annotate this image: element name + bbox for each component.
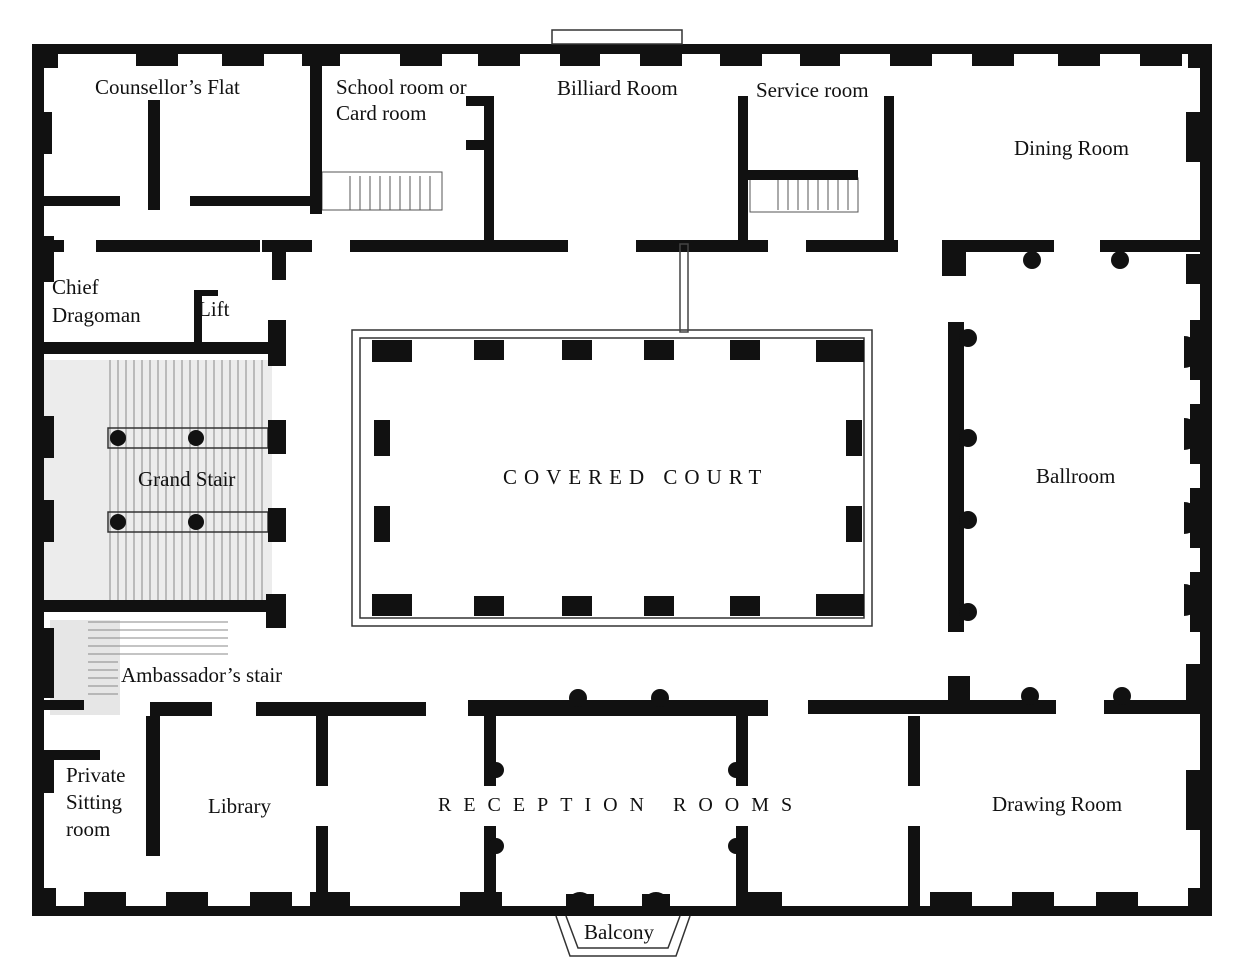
label-covered-court: COVERED COURT xyxy=(503,465,769,489)
label-drawing-room: Drawing Room xyxy=(992,792,1123,816)
service-room-stair xyxy=(749,177,859,213)
label-chief-dragoman-line1: Chief xyxy=(52,275,99,299)
label-private-sitting-line3: room xyxy=(66,817,111,841)
label-balcony: Balcony xyxy=(584,920,654,944)
label-private-sitting-line1: Private xyxy=(66,763,126,787)
label-school-room-line2: Card room xyxy=(336,101,427,125)
label-reception-rooms: RECEPTION ROOMS xyxy=(438,794,805,816)
ambassadors-stair-treads xyxy=(88,621,228,695)
label-billiard-room: Billiard Room xyxy=(557,76,678,100)
label-dining-room: Dining Room xyxy=(1014,136,1129,160)
label-counsellors-flat: Counsellor’s Flat xyxy=(95,75,240,99)
label-ballroom: Ballroom xyxy=(1036,464,1116,488)
covered-court-piers xyxy=(372,340,864,616)
court-connector xyxy=(679,243,689,333)
lower-interior-walls xyxy=(44,676,1200,906)
label-chief-dragoman-line2: Dragoman xyxy=(52,303,141,327)
label-private-sitting-line2: Sitting xyxy=(66,790,123,814)
ballroom-west-wall xyxy=(948,322,977,632)
upper-interior-walls xyxy=(44,54,1200,366)
left-piers xyxy=(32,112,54,793)
top-piers xyxy=(38,44,1212,68)
covered-court-outline xyxy=(351,329,873,627)
label-library: Library xyxy=(208,794,271,818)
top-window-frame xyxy=(551,29,683,45)
stair-walls xyxy=(44,420,286,628)
grand-stair-treads xyxy=(109,360,263,606)
label-lift: Lift xyxy=(198,297,230,321)
bottom-piers xyxy=(32,888,1212,916)
right-piers xyxy=(1184,112,1212,830)
balcony-outline xyxy=(555,915,691,957)
label-service-room: Service room xyxy=(756,78,869,102)
bottom-half-round-piers xyxy=(566,892,670,906)
label-school-room-line1: School room or xyxy=(336,75,467,99)
ambassadors-stair-area xyxy=(50,620,120,715)
label-grand-stair: Grand Stair xyxy=(138,467,236,491)
label-ambassadors-stair: Ambassador’s stair xyxy=(121,663,283,687)
grand-stair-columns xyxy=(110,430,204,530)
school-room-stair xyxy=(321,171,443,211)
